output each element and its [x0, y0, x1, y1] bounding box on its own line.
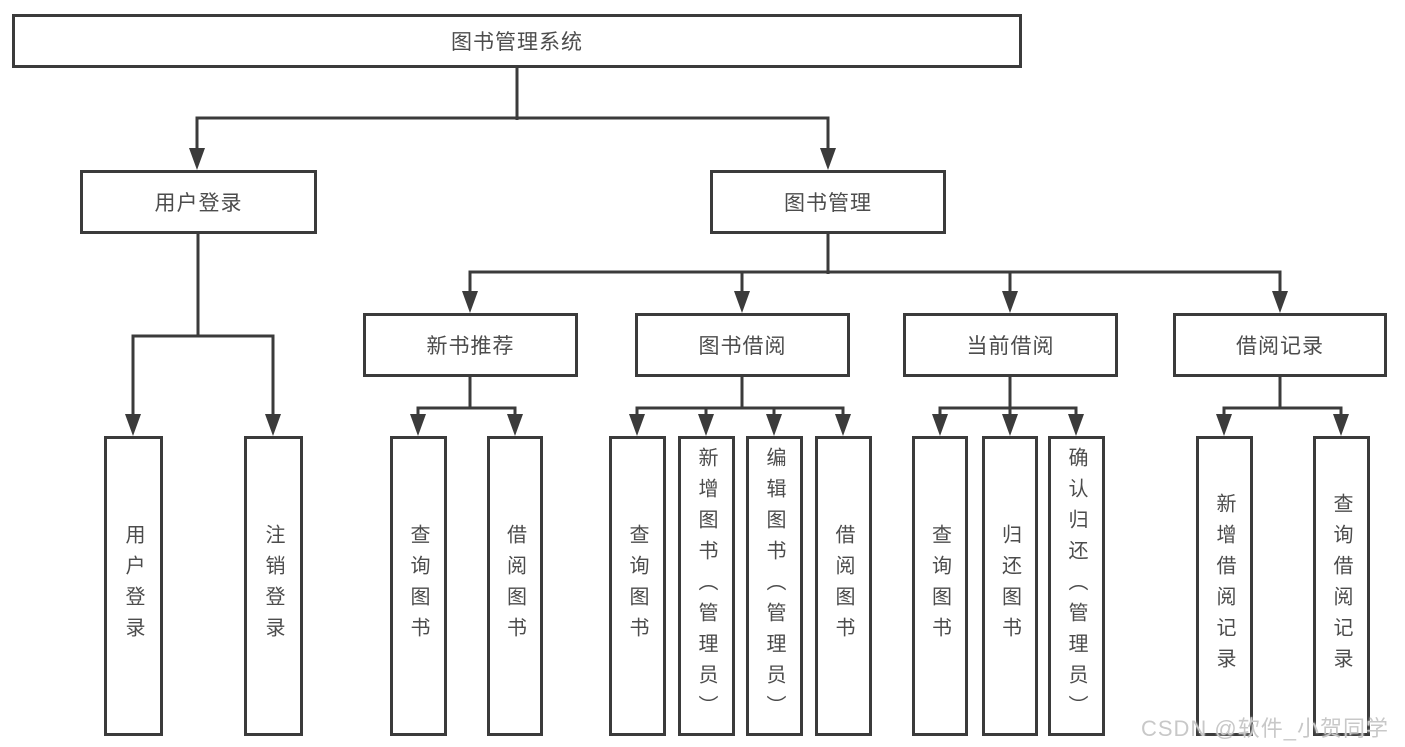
leaf-label: 查询图书 — [626, 524, 648, 648]
leaf-confirm-return-admin: 确认归还（管理员） — [1048, 436, 1105, 736]
node-book-borrow: 图书借阅 — [635, 313, 850, 377]
leaf-edit-book-admin: 编辑图书（管理员） — [746, 436, 803, 736]
leaf-query-borrow-record: 查询借阅记录 — [1313, 436, 1370, 736]
leaf-logout: 注销登录 — [244, 436, 303, 736]
node-label: 当前借阅 — [966, 335, 1055, 358]
connector-arrowheads — [125, 148, 1349, 436]
node-label: 用户登录 — [154, 192, 243, 215]
leaf-label: 注销登录 — [262, 524, 284, 648]
node-borrow-record: 借阅记录 — [1173, 313, 1387, 377]
leaf-label: 借阅图书 — [503, 524, 526, 648]
leaf-label: 借阅图书 — [832, 524, 854, 648]
leaf-user-login: 用户登录 — [104, 436, 163, 736]
node-label: 借阅记录 — [1236, 335, 1324, 358]
leaf-add-book-admin: 新增图书（管理员） — [678, 436, 735, 736]
leaf-label: 用户登录 — [122, 524, 144, 648]
leaf-label: 新增借阅记录 — [1213, 493, 1235, 679]
leaf-label: 编辑图书（管理员） — [763, 446, 785, 726]
node-label: 图书管理系统 — [451, 31, 583, 54]
leaf-label: 确认归还（管理员） — [1065, 446, 1087, 726]
node-book-management: 图书管理 — [710, 170, 946, 234]
node-current-borrow: 当前借阅 — [903, 313, 1118, 377]
leaf-query-book: 查询图书 — [912, 436, 968, 736]
node-library-management-system: 图书管理系统 — [12, 14, 1022, 68]
leaf-query-book: 查询图书 — [609, 436, 666, 736]
leaf-query-book: 查询图书 — [390, 436, 447, 736]
leaf-return-book: 归还图书 — [982, 436, 1038, 736]
leaf-label: 查询借阅记录 — [1330, 493, 1352, 679]
leaf-label: 归还图书 — [998, 524, 1021, 648]
node-label: 图书管理 — [784, 192, 872, 215]
leaf-borrow-book: 借阅图书 — [487, 436, 543, 736]
node-label: 新书推荐 — [426, 335, 515, 358]
node-new-book-recommend: 新书推荐 — [363, 313, 578, 377]
leaf-add-borrow-record: 新增借阅记录 — [1196, 436, 1253, 736]
node-label: 图书借阅 — [698, 335, 787, 358]
leaf-borrow-book: 借阅图书 — [815, 436, 872, 736]
leaf-label: 新增图书（管理员） — [695, 446, 717, 726]
node-user-login: 用户登录 — [80, 170, 317, 234]
leaf-label: 查询图书 — [928, 524, 951, 648]
connector-lines — [131, 68, 1343, 416]
leaf-label: 查询图书 — [407, 524, 429, 648]
csdn-watermark: CSDN @软件_小贺同学 — [1140, 716, 1389, 741]
